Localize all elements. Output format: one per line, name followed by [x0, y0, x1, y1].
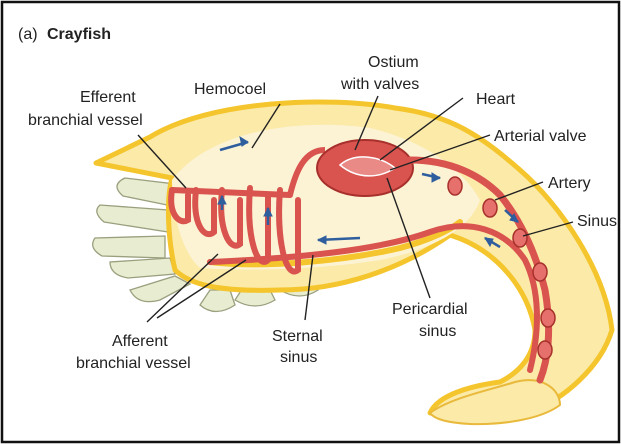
label-arterial-valve: Arterial valve — [494, 128, 587, 145]
label-ostium-line2: with valves — [340, 76, 419, 93]
label-sinus: Sinus — [577, 213, 617, 230]
label-afferent-line1: Afferent — [112, 333, 168, 350]
label-pericardial-line2: sinus — [419, 323, 456, 340]
label-afferent-line2: branchial vessel — [76, 355, 191, 372]
panel-title: Crayfish — [47, 26, 111, 43]
label-sternal-line1: Sternal — [272, 328, 323, 345]
label-artery: Artery — [548, 175, 591, 192]
label-hemocoel: Hemocoel — [194, 81, 266, 98]
label-sternal-line2: sinus — [280, 349, 317, 366]
label-efferent-line1: Efferent — [80, 89, 136, 106]
label-heart: Heart — [476, 91, 516, 108]
label-ostium-line1: Ostium — [368, 54, 419, 71]
label-pericardial-line1: Pericardial — [392, 301, 468, 318]
label-efferent-line2: branchial vessel — [28, 112, 143, 129]
panel-letter: (a) — [18, 26, 38, 43]
